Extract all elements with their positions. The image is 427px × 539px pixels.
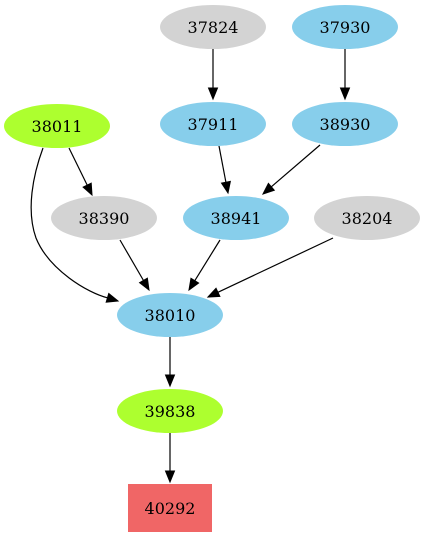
arrowhead-38941-to-38010 (188, 277, 200, 292)
arrowhead-38011-to-38010 (105, 292, 120, 303)
node-label-38011: 38011 (32, 117, 83, 136)
arrowhead-39838-to-40292 (164, 470, 176, 484)
arrowhead-37824-to-37911 (207, 87, 219, 101)
node-label-37930: 37930 (320, 18, 371, 37)
edge-line-38941-to-38010 (194, 239, 221, 282)
edge-39838-to-40292 (164, 433, 176, 484)
arrowhead-38930-to-38941 (261, 182, 276, 195)
node-shape-38941 (183, 196, 289, 240)
node-label-38204: 38204 (342, 209, 393, 228)
edge-line-38011-to-38390 (68, 147, 88, 186)
node-38011: 38011 (4, 104, 110, 148)
arrowhead-38204-to-38010 (206, 287, 221, 298)
edge-38930-to-38941 (261, 144, 321, 195)
node-shape-38011 (4, 104, 110, 148)
node-39838: 39838 (117, 389, 223, 433)
node-shape-40292 (128, 484, 212, 532)
edge-line-37911-to-38941 (218, 145, 227, 183)
edge-38204-to-38010 (206, 237, 334, 298)
edge-line-38204-to-38010 (217, 237, 334, 293)
node-label-37824: 37824 (188, 18, 239, 37)
node-shape-37911 (160, 102, 266, 146)
node-shape-38204 (314, 196, 420, 240)
edge-line-38390-to-38010 (119, 239, 145, 281)
edge-37911-to-38941 (218, 145, 231, 195)
node-38010: 38010 (117, 293, 223, 337)
node-37824: 37824 (160, 5, 266, 49)
node-40292: 40292 (128, 484, 212, 532)
node-38204: 38204 (314, 196, 420, 240)
node-37911: 37911 (160, 102, 266, 146)
nodes-layer: 37824 37930 38011 37911 38930 38390 38941 38204… (4, 5, 420, 532)
edge-38941-to-38010 (188, 239, 221, 292)
node-shape-38930 (292, 102, 398, 146)
node-37930: 37930 (292, 5, 398, 49)
edge-37930-to-38930 (339, 49, 351, 101)
edge-38010-to-39838 (164, 337, 176, 388)
node-38941: 38941 (183, 196, 289, 240)
edge-37824-to-37911 (207, 49, 219, 101)
arrowhead-38010-to-39838 (164, 374, 176, 388)
node-label-38010: 38010 (145, 306, 196, 325)
arrowhead-37911-to-38941 (220, 180, 231, 195)
arrowhead-38011-to-38390 (82, 182, 93, 197)
edge-38390-to-38010 (119, 239, 150, 292)
edge-line-38930-to-38941 (270, 144, 321, 188)
arrowhead-37930-to-38930 (339, 87, 351, 101)
edge-38011-to-38390 (68, 147, 93, 197)
node-shape-37824 (160, 5, 266, 49)
edge-38011-to-38010 (30, 147, 120, 303)
edge-line-38011-to-38010 (30, 147, 108, 299)
node-shape-37930 (292, 5, 398, 49)
node-label-40292: 40292 (145, 499, 196, 518)
node-38930: 38930 (292, 102, 398, 146)
edges-layer (30, 49, 351, 484)
node-shape-39838 (117, 389, 223, 433)
node-label-37911: 37911 (188, 115, 239, 134)
node-label-38941: 38941 (211, 209, 262, 228)
arrowhead-38390-to-38010 (138, 277, 150, 292)
node-label-38930: 38930 (320, 115, 371, 134)
node-38390: 38390 (51, 196, 157, 240)
node-shape-38010 (117, 293, 223, 337)
node-shape-38390 (51, 196, 157, 240)
node-label-38390: 38390 (79, 209, 130, 228)
node-label-39838: 39838 (145, 402, 196, 421)
